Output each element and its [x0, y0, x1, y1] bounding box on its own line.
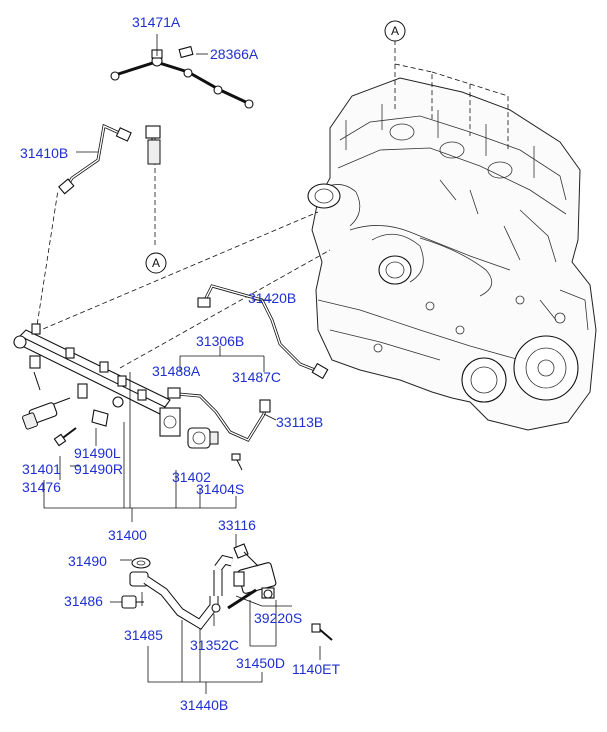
- part-labels: 31471A 28366A 31410B 31420B 31306B 31488…: [20, 14, 340, 713]
- label-31440b: 31440B: [180, 697, 228, 713]
- callout-a-mid-label: A: [152, 256, 160, 270]
- leader-31400-tree: [43, 372, 237, 509]
- callout-a-mid: A: [145, 252, 167, 274]
- bracket-91490: [91, 409, 109, 427]
- label-31490: 31490: [68, 553, 107, 569]
- rail-pressure-sensor: [22, 397, 71, 430]
- label-31487c: 31487C: [232, 369, 281, 385]
- label-31306b: 31306B: [196, 333, 244, 349]
- leak-off-hose-assembly: [110, 45, 254, 165]
- label-33116: 33116: [218, 517, 256, 533]
- leader-33113b: [263, 413, 277, 421]
- bolt-31404s: [231, 453, 243, 471]
- leader-31440b: [147, 620, 263, 694]
- label-31404s: 31404S: [196, 481, 244, 497]
- hp-pipe-31410b: [58, 123, 132, 195]
- label-31400: 31400: [108, 527, 147, 543]
- callout-a-top-label: A: [391, 24, 399, 38]
- label-31420b: 31420B: [248, 290, 296, 306]
- label-31485: 31485: [124, 627, 163, 643]
- fuel-line-31306b: [167, 387, 271, 442]
- label-31488a: 31488A: [152, 363, 201, 379]
- bolt-31476: [53, 427, 77, 447]
- label-28366a: 28366A: [210, 46, 259, 62]
- label-91490r: 91490R: [74, 461, 123, 477]
- label-39220s: 39220S: [254, 610, 302, 626]
- callout-a-top: A: [384, 20, 406, 42]
- fuel-rail: [13, 323, 181, 437]
- label-1140et: 1140ET: [292, 661, 340, 677]
- label-91490l: 91490L: [74, 445, 121, 461]
- label-31471a: 31471A: [132, 14, 181, 30]
- leader-39220s: [235, 595, 292, 607]
- label-33113b: 33113B: [276, 414, 323, 430]
- label-31486: 31486: [64, 593, 103, 609]
- label-31401: 31401: [22, 461, 61, 477]
- label-31450d: 31450D: [236, 655, 285, 671]
- leader-31450d: [249, 600, 277, 647]
- hp-pipe-31420b: [197, 284, 329, 380]
- label-31352c: 31352C: [190, 637, 239, 653]
- label-31402: 31402: [172, 469, 211, 485]
- pressure-regulator-31402: [187, 427, 219, 449]
- leader-31306b: [179, 346, 265, 372]
- label-31476: 31476: [22, 479, 61, 495]
- engine-block: [307, 77, 597, 431]
- label-31410b: 31410B: [20, 145, 68, 161]
- return-hose-assembly: [121, 543, 333, 641]
